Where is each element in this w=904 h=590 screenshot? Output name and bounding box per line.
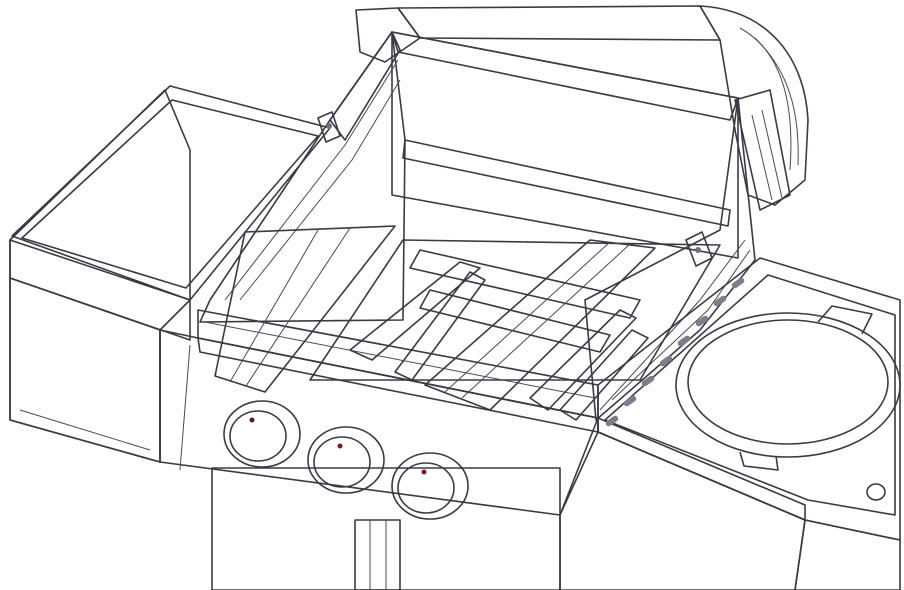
- vent-slots: [605, 277, 745, 427]
- lid-hinge-left: [317, 111, 341, 143]
- knob-indicator: [421, 469, 427, 475]
- knob-indicator: [249, 417, 255, 423]
- cart-base: [211, 467, 561, 590]
- knob-2[interactable]: [307, 426, 385, 494]
- open-lid: [355, 5, 809, 211]
- knob-3[interactable]: [391, 452, 469, 520]
- flame-tamer-right: [424, 239, 656, 421]
- flame-tamer-left: [214, 225, 486, 393]
- knob-indicator: [337, 443, 343, 449]
- knob-1[interactable]: [223, 400, 301, 468]
- lid-hinge-right: [685, 231, 713, 267]
- right-side-burner: [559, 257, 901, 590]
